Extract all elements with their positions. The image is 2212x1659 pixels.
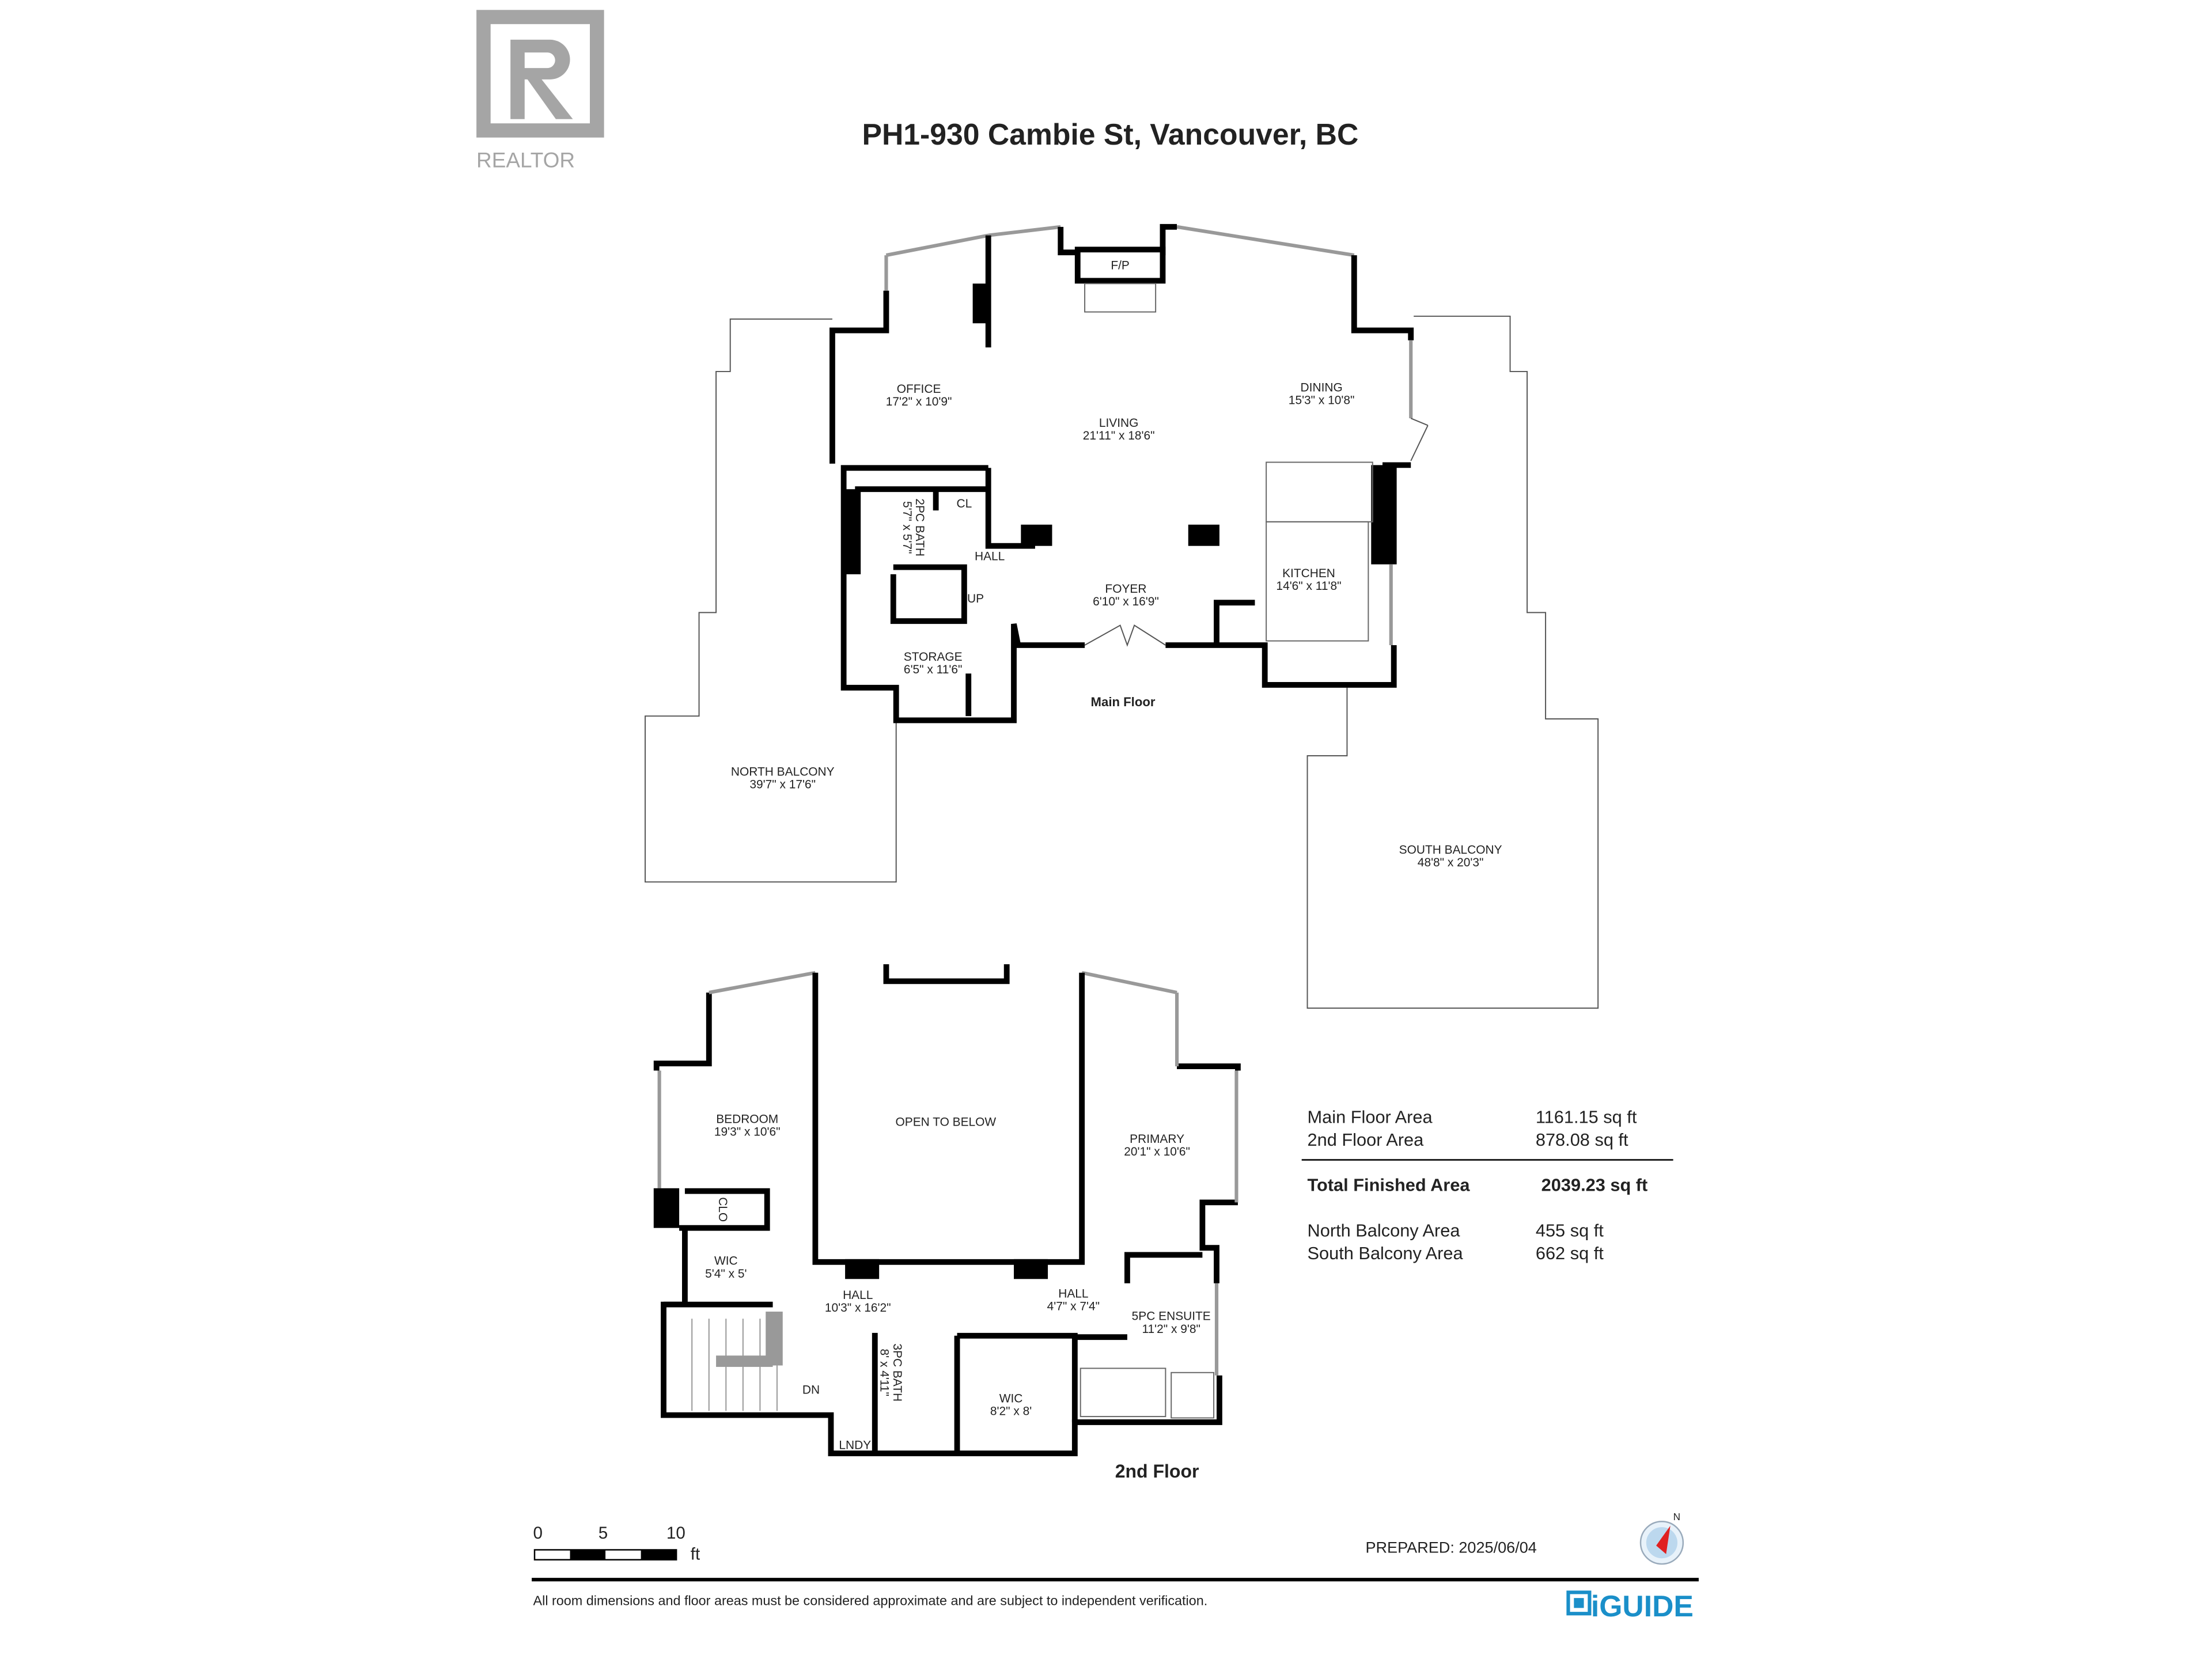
- main-floor-walls: [830, 224, 1429, 724]
- main-floor-label: Main Floor: [1091, 695, 1156, 709]
- label-main_floor-rooms-1-dims: 21'11" x 18'6": [1083, 429, 1155, 442]
- label-areas-balconies-0-value: 455 sq ft: [1536, 1220, 1604, 1240]
- page-title: PH1-930 Cambie St, Vancouver, BC: [862, 118, 1358, 151]
- label-main_floor-rooms-5-dims: 6'5" x 11'6": [904, 663, 962, 676]
- label-second_floor-rooms-5-dims: 4'7" x 7'4": [1047, 1300, 1100, 1313]
- label-second_floor-labels-dn: DN: [802, 1384, 820, 1397]
- label-footer-scale_ticks-2: 10: [666, 1524, 685, 1543]
- label-second_floor-rooms-5-name: HALL: [1058, 1287, 1088, 1300]
- label-main_floor-rooms-3-name: KITCHEN: [1282, 567, 1335, 580]
- label-second_floor-rooms-2-dims: 20'1" x 10'6": [1124, 1145, 1190, 1158]
- label-areas-rows-0-value: 1161.15 sq ft: [1536, 1107, 1637, 1127]
- label-second_floor-rooms-4-name: HALL: [843, 1289, 873, 1302]
- second-floor-walls: [653, 964, 1241, 1456]
- label-areas-rows-1-value: 878.08 sq ft: [1536, 1130, 1628, 1150]
- label-main_floor-labels-cl: CL: [956, 497, 972, 510]
- label-second_floor-rooms-3-dims: 5'4" x 5': [705, 1267, 747, 1281]
- label-areas-balconies-0-label: North Balcony Area: [1308, 1220, 1461, 1240]
- label-footer-scale_ticks-0: 0: [533, 1524, 543, 1543]
- label-second_floor-rooms-2-name: PRIMARY: [1130, 1132, 1184, 1146]
- label-main_floor-rooms-3-dims: 14'6" x 11'8": [1276, 579, 1341, 593]
- disclaimer: All room dimensions and floor areas must…: [533, 1593, 1208, 1608]
- label-footer-scale_unit: ft: [691, 1545, 700, 1564]
- realtor-logo: REALTOR: [476, 10, 604, 172]
- label-main_floor-rooms-6-name: 2PC BATH: [913, 498, 926, 556]
- label-second_floor-labels-clo: CLO: [716, 1197, 729, 1222]
- label-footer-compass_label: N: [1673, 1511, 1680, 1522]
- label-areas-rows-1-label: 2nd Floor Area: [1308, 1130, 1425, 1150]
- main-floor-labels: F/P OFFICE 17'2" x 10'9" LIVING 21'11" x…: [731, 259, 1502, 869]
- label-main_floor-rooms-4-dims: 6'10" x 16'9": [1093, 595, 1159, 608]
- south-balcony-outline: [1306, 315, 1599, 1009]
- label-second_floor-rooms-6-name: 5PC ENSUITE: [1132, 1310, 1211, 1323]
- label-second_floor-rooms-8-name: WIC: [999, 1392, 1023, 1405]
- label-second_floor-rooms-7-dims: 8' x 4'11": [878, 1349, 891, 1396]
- label-header-logo_text: REALTOR: [476, 148, 575, 172]
- area-summary: Main Floor Area 1161.15 sq ft 2nd Floor …: [1301, 1107, 1673, 1263]
- label-areas-balconies-1-label: South Balcony Area: [1308, 1243, 1464, 1263]
- label-main_floor-rooms-1-name: LIVING: [1099, 416, 1139, 430]
- fireplace-label: F/P: [1111, 259, 1130, 272]
- label-second_floor-rooms-4-dims: 10'3" x 16'2": [825, 1301, 891, 1315]
- label-areas-total-value: 2039.23 sq ft: [1541, 1175, 1648, 1195]
- label-footer-scale_ticks-1: 5: [599, 1524, 608, 1543]
- label-second_floor-rooms-0-dims: 19'3" x 10'6": [714, 1126, 781, 1139]
- label-second_floor-rooms-6-dims: 11'2" x 9'8": [1142, 1323, 1200, 1336]
- label-main_floor-rooms-5-name: STORAGE: [904, 650, 963, 664]
- compass-icon: N: [1639, 1511, 1684, 1565]
- label-second_floor-labels-lndy: LNDY: [839, 1439, 871, 1452]
- label-second_floor-rooms-7-name: 3PC BATH: [891, 1343, 904, 1402]
- second-floor-label: 2nd Floor: [1115, 1461, 1199, 1482]
- iguide-logo: iGUIDE: [1566, 1589, 1694, 1623]
- label-second_floor-rooms-8-dims: 8'2" x 8': [990, 1405, 1032, 1418]
- label-main_floor-rooms-6-dims: 5'7" x 5'7": [900, 501, 914, 554]
- label-main_floor-rooms-7-name: NORTH BALCONY: [731, 765, 835, 778]
- label-footer-brand: iGUIDE: [1591, 1589, 1694, 1623]
- scale-bar: 0 5 10 ft: [533, 1524, 700, 1564]
- label-main_floor-rooms-0-dims: 17'2" x 10'9": [886, 395, 952, 408]
- label-main_floor-labels-hall: HALL: [975, 550, 1005, 563]
- label-areas-balconies-1-value: 662 sq ft: [1536, 1243, 1604, 1263]
- second-floor-labels: BEDROOM 19'3" x 10'6" OPEN TO BELOW PRIM…: [705, 1113, 1211, 1482]
- label-main_floor-labels-up: UP: [967, 592, 984, 605]
- label-main_floor-rooms-0-name: OFFICE: [897, 382, 941, 396]
- label-main_floor-rooms-2-name: DINING: [1301, 381, 1343, 394]
- label-main_floor-rooms-4-name: FOYER: [1105, 582, 1146, 596]
- label-areas-total-label: Total Finished Area: [1308, 1175, 1471, 1195]
- label-second_floor-rooms-1-name: OPEN TO BELOW: [896, 1115, 997, 1128]
- label-areas-rows-0-label: Main Floor Area: [1308, 1107, 1433, 1127]
- prepared-date: PREPARED: 2025/06/04: [1365, 1538, 1536, 1556]
- label-second_floor-rooms-3-name: WIC: [714, 1255, 738, 1268]
- label-main_floor-rooms-7-dims: 39'7" x 17'6": [749, 778, 816, 791]
- label-main_floor-rooms-8-name: SOUTH BALCONY: [1399, 843, 1502, 857]
- label-main_floor-rooms-2-dims: 15'3" x 10'8": [1289, 394, 1355, 407]
- north-balcony-outline: [645, 318, 897, 883]
- label-main_floor-rooms-8-dims: 48'8" x 20'3": [1418, 856, 1484, 869]
- label-second_floor-rooms-0-name: BEDROOM: [716, 1113, 778, 1126]
